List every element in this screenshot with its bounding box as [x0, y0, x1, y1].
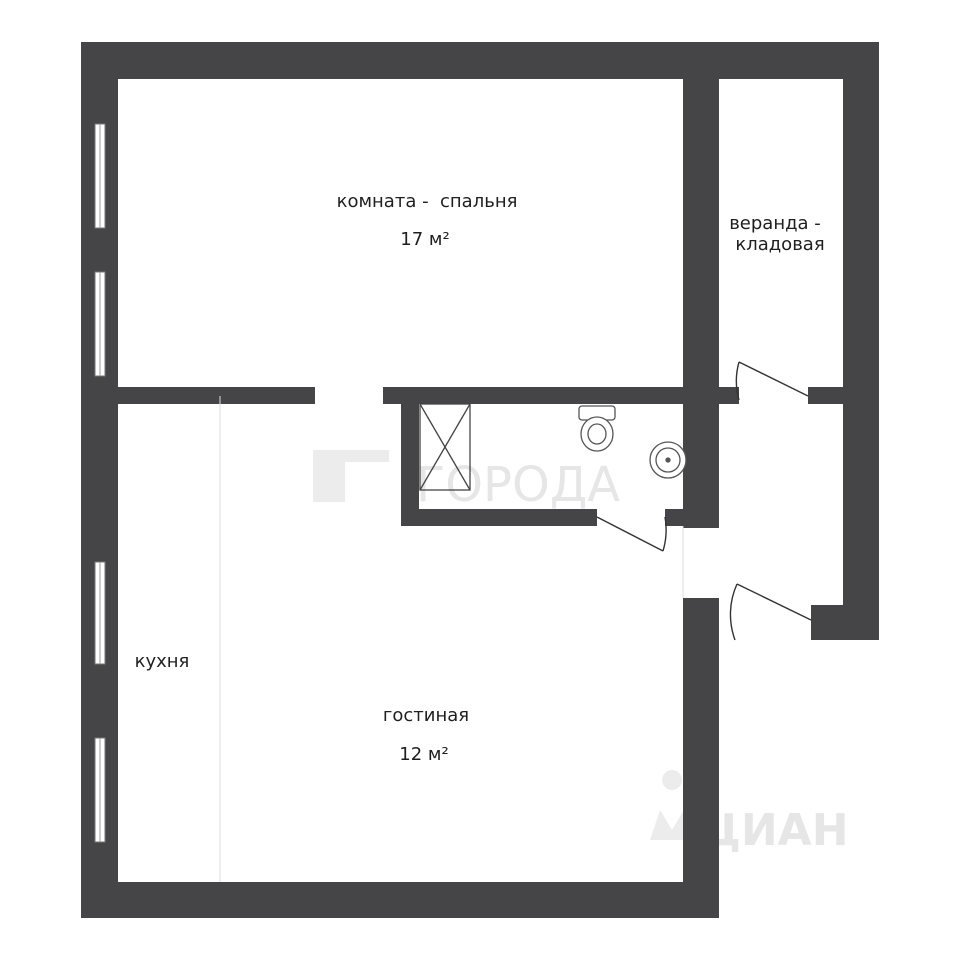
- wall-veranda-outer: [843, 42, 879, 640]
- living-area-label: 12 м²: [399, 744, 448, 765]
- bedroom-area-label: 17 м²: [400, 229, 449, 250]
- wall-right-lower: [683, 598, 719, 918]
- veranda-label-line1: веранда -: [729, 213, 821, 234]
- watermark-text: ГОРОДА: [416, 457, 620, 513]
- door-entrance: [729, 583, 812, 641]
- wall-right-bath: [683, 404, 719, 528]
- wall-veranda-mid-left: [719, 387, 739, 404]
- gorod-watermark: ГОРОДА: [313, 450, 620, 513]
- wall-veranda-bottom: [811, 605, 879, 640]
- sink-icon: [649, 441, 687, 479]
- cian-watermark: ЦИАН ID: [650, 770, 849, 873]
- bedroom-name-label: комната - спальня: [337, 191, 518, 212]
- wall-top: [81, 42, 879, 79]
- bath-wall-left: [401, 404, 419, 526]
- shower-icon: [419, 403, 471, 491]
- wall-right-upper: [683, 42, 719, 404]
- wall-veranda-mid-right: [808, 387, 843, 404]
- veranda-label-line2: кладовая: [735, 234, 824, 255]
- partition-bedroom-right: [383, 387, 683, 404]
- cian-watermark-text: ЦИАН: [700, 805, 849, 856]
- bath-wall-stub: [665, 509, 683, 526]
- door-bathroom: [596, 516, 667, 552]
- partition-bedroom-left: [118, 387, 315, 404]
- bath-wall-bottom: [401, 509, 597, 526]
- wall-bottom: [81, 882, 719, 918]
- kitchen-label: кухня: [135, 651, 190, 672]
- door-veranda: [735, 361, 809, 401]
- living-name-label: гостиная: [383, 705, 469, 726]
- toilet-icon: [578, 405, 616, 452]
